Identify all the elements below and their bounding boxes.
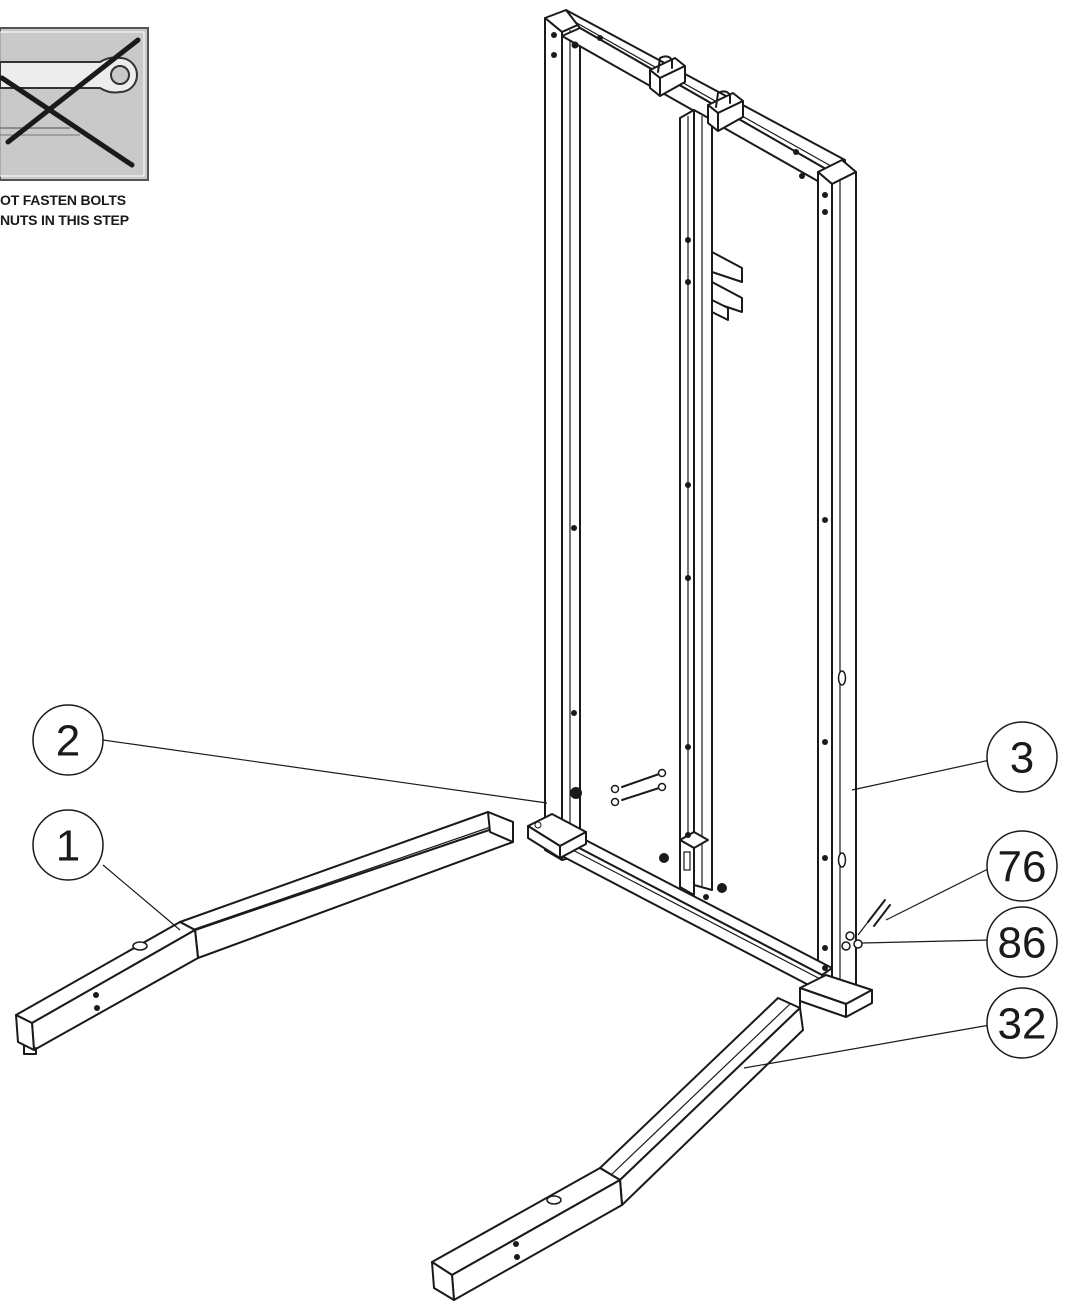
- callout-2-label: 2: [56, 717, 80, 766]
- callout-2: 2: [32, 704, 104, 776]
- right-bolts: [841, 899, 891, 951]
- front-leg-1: [15, 811, 542, 1055]
- rear-leg-32: [431, 995, 804, 1301]
- leader-lines: [102, 739, 991, 1069]
- bolt-holes: [551, 32, 847, 971]
- left-bolts: [610, 768, 667, 807]
- callout-3-label: 3: [1010, 734, 1034, 783]
- callout-86: 86: [986, 906, 1058, 978]
- callout-32-label: 32: [998, 1000, 1047, 1049]
- warning-panel: [0, 27, 149, 181]
- callout-76-label: 76: [998, 843, 1047, 892]
- prohibited-x-icon: [0, 37, 141, 168]
- callout-1: 1: [32, 809, 104, 881]
- callout-1-label: 1: [56, 822, 80, 871]
- warning-line-2: NUTS IN THIS STEP: [0, 212, 129, 228]
- callout-76: 76: [986, 830, 1058, 902]
- warning-line-1: OT FASTEN BOLTS: [0, 192, 126, 208]
- callout-32: 32: [986, 987, 1058, 1059]
- upright-frame: [527, 9, 873, 1018]
- callout-86-label: 86: [998, 919, 1047, 968]
- callout-3: 3: [986, 721, 1058, 793]
